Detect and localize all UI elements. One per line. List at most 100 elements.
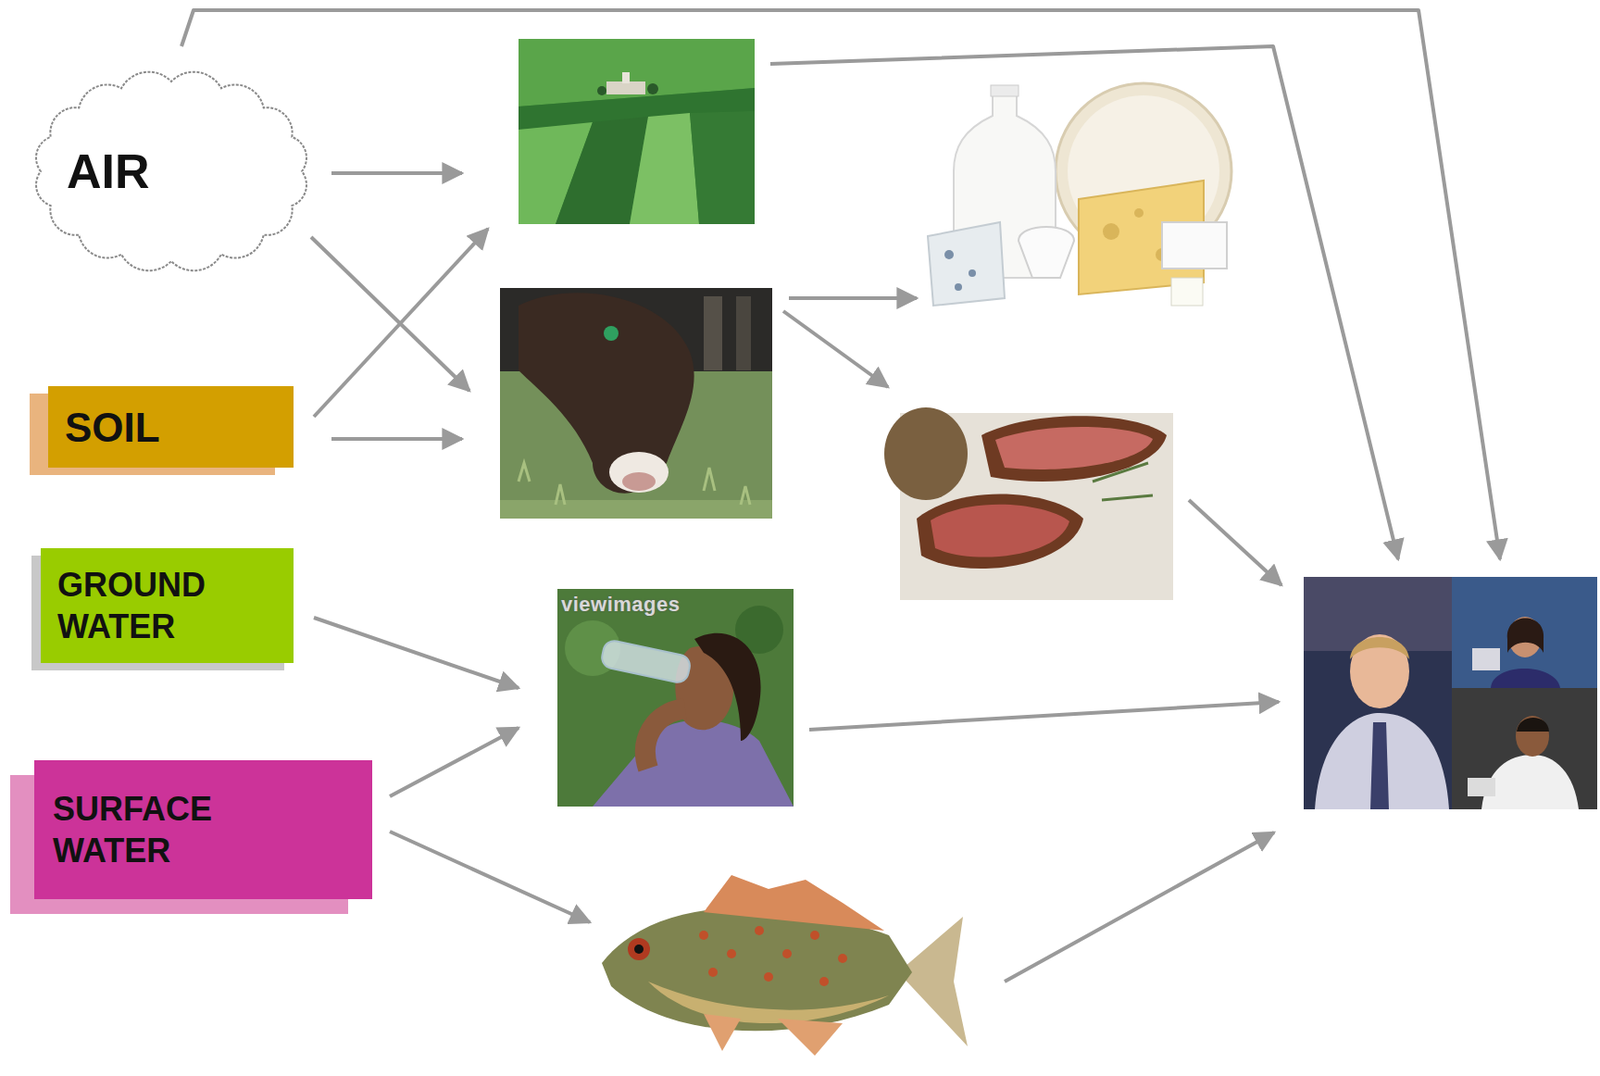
dairy-picture-part <box>990 85 1019 97</box>
flow-arrows-part <box>788 296 917 300</box>
node-label: SURFACE WATER <box>52 787 213 872</box>
cow-picture-part <box>500 500 773 519</box>
fish-picture-part <box>754 925 764 936</box>
people-picture-part <box>1370 722 1389 810</box>
drinking-water-picture-part <box>592 720 794 808</box>
node-label: AIR <box>66 141 150 202</box>
people-picture-part <box>1515 715 1550 757</box>
drinking-water-picture <box>557 588 794 807</box>
drinking-water-picture-part <box>557 588 794 807</box>
flow-arrows <box>181 10 1500 982</box>
cow-picture-part <box>622 472 656 491</box>
dairy-picture-part <box>1102 223 1120 240</box>
flow-arrows-part <box>389 727 519 797</box>
cow-picture-part <box>500 287 773 519</box>
flow-arrows-part <box>1188 500 1282 586</box>
drinking-water-picture-part <box>645 708 686 769</box>
fish-picture-part <box>819 976 829 987</box>
meat-picture-part <box>930 504 1070 558</box>
cow-picture <box>500 287 773 519</box>
crop-field-picture-part <box>518 38 755 225</box>
groundwater-box: GROUND WATER <box>40 548 294 663</box>
flow-arrows-part <box>331 437 463 441</box>
people-picture-part <box>1451 687 1598 810</box>
surfacewater-box: SURFACE WATER <box>34 760 373 900</box>
dairy-picture-part <box>944 250 954 260</box>
people-picture-part <box>1303 576 1598 810</box>
drinking-water-picture-part <box>694 633 762 741</box>
people-picture <box>1303 576 1598 810</box>
meat-picture-part <box>916 494 1084 569</box>
people-picture-part <box>1467 777 1496 797</box>
crop-field-picture-part <box>629 112 700 225</box>
meat-picture-part <box>884 407 968 500</box>
dairy-picture-part <box>954 283 963 291</box>
cow-picture-part <box>703 296 723 371</box>
fish-picture-part <box>726 949 737 959</box>
fish-picture <box>601 875 968 1056</box>
fish-picture-part <box>837 953 848 963</box>
node-label: GROUND WATER <box>57 563 206 648</box>
crop-field-picture <box>518 38 755 225</box>
people-picture-part <box>1314 712 1450 810</box>
fish-picture-part <box>634 944 644 954</box>
fish-picture-part <box>699 930 709 940</box>
people-picture-part <box>1481 754 1579 810</box>
dairy-picture-part <box>1018 226 1075 278</box>
fish-picture-part <box>648 981 889 1024</box>
meat-picture-part <box>1092 462 1153 500</box>
fish-picture-part <box>810 930 820 940</box>
crop-field-picture-part <box>597 86 607 96</box>
cow-picture-part <box>603 325 619 341</box>
people-picture-part <box>1350 637 1410 660</box>
fish-picture-part <box>627 937 650 961</box>
meat-picture-part <box>981 415 1167 482</box>
cow-picture-part <box>736 296 751 371</box>
fish-picture-part <box>703 1013 741 1051</box>
dairy-picture <box>927 83 1232 306</box>
flow-arrows-part <box>809 701 1279 730</box>
flow-arrows-part <box>313 228 488 417</box>
dairy-picture-part <box>968 269 976 277</box>
dairy-picture-part <box>1134 208 1144 218</box>
cow-picture-part <box>609 451 669 493</box>
watermark: viewimages <box>561 592 681 617</box>
drinking-water-picture-part <box>600 638 692 685</box>
fish-picture-part <box>708 967 718 977</box>
soil-box: SOIL <box>48 386 294 468</box>
fish-picture-part <box>777 1018 843 1056</box>
air-cloud: AIR <box>25 66 317 276</box>
people-picture-part <box>1472 648 1500 671</box>
fish-picture-part <box>703 875 885 931</box>
flow-arrows-part <box>331 171 463 175</box>
meat-picture-part <box>995 426 1153 470</box>
people-picture-part <box>1516 717 1550 732</box>
flow-arrows-part <box>1004 832 1275 982</box>
cloud-shape <box>36 72 307 272</box>
crop-field-picture-part <box>647 83 659 95</box>
flow-arrows-part <box>389 831 590 923</box>
crop-field-picture-part <box>606 81 646 95</box>
dairy-picture-part <box>1171 277 1203 306</box>
fish-picture-part <box>699 925 848 987</box>
flow-arrows-part <box>311 237 470 391</box>
people-picture-part <box>1490 668 1561 688</box>
dairy-picture-part <box>927 222 1005 306</box>
crop-field-picture-part <box>622 72 630 84</box>
crop-field-picture-part <box>689 111 755 225</box>
fish-picture-part <box>898 916 968 1047</box>
fish-picture-part <box>763 972 774 982</box>
dairy-picture-part <box>1162 222 1227 269</box>
fish-picture-part <box>782 949 792 959</box>
meat-picture <box>884 407 1174 600</box>
flow-arrows-part <box>313 617 519 688</box>
people-picture-part <box>1507 618 1544 654</box>
node-label: SOIL <box>64 401 161 453</box>
people-picture-part <box>1451 576 1598 688</box>
flow-arrows-part <box>783 311 888 388</box>
people-picture-part <box>1350 634 1410 709</box>
flow-arrows-part <box>770 46 1399 560</box>
cow-picture-part <box>518 462 750 505</box>
cow-picture-part <box>518 292 695 493</box>
